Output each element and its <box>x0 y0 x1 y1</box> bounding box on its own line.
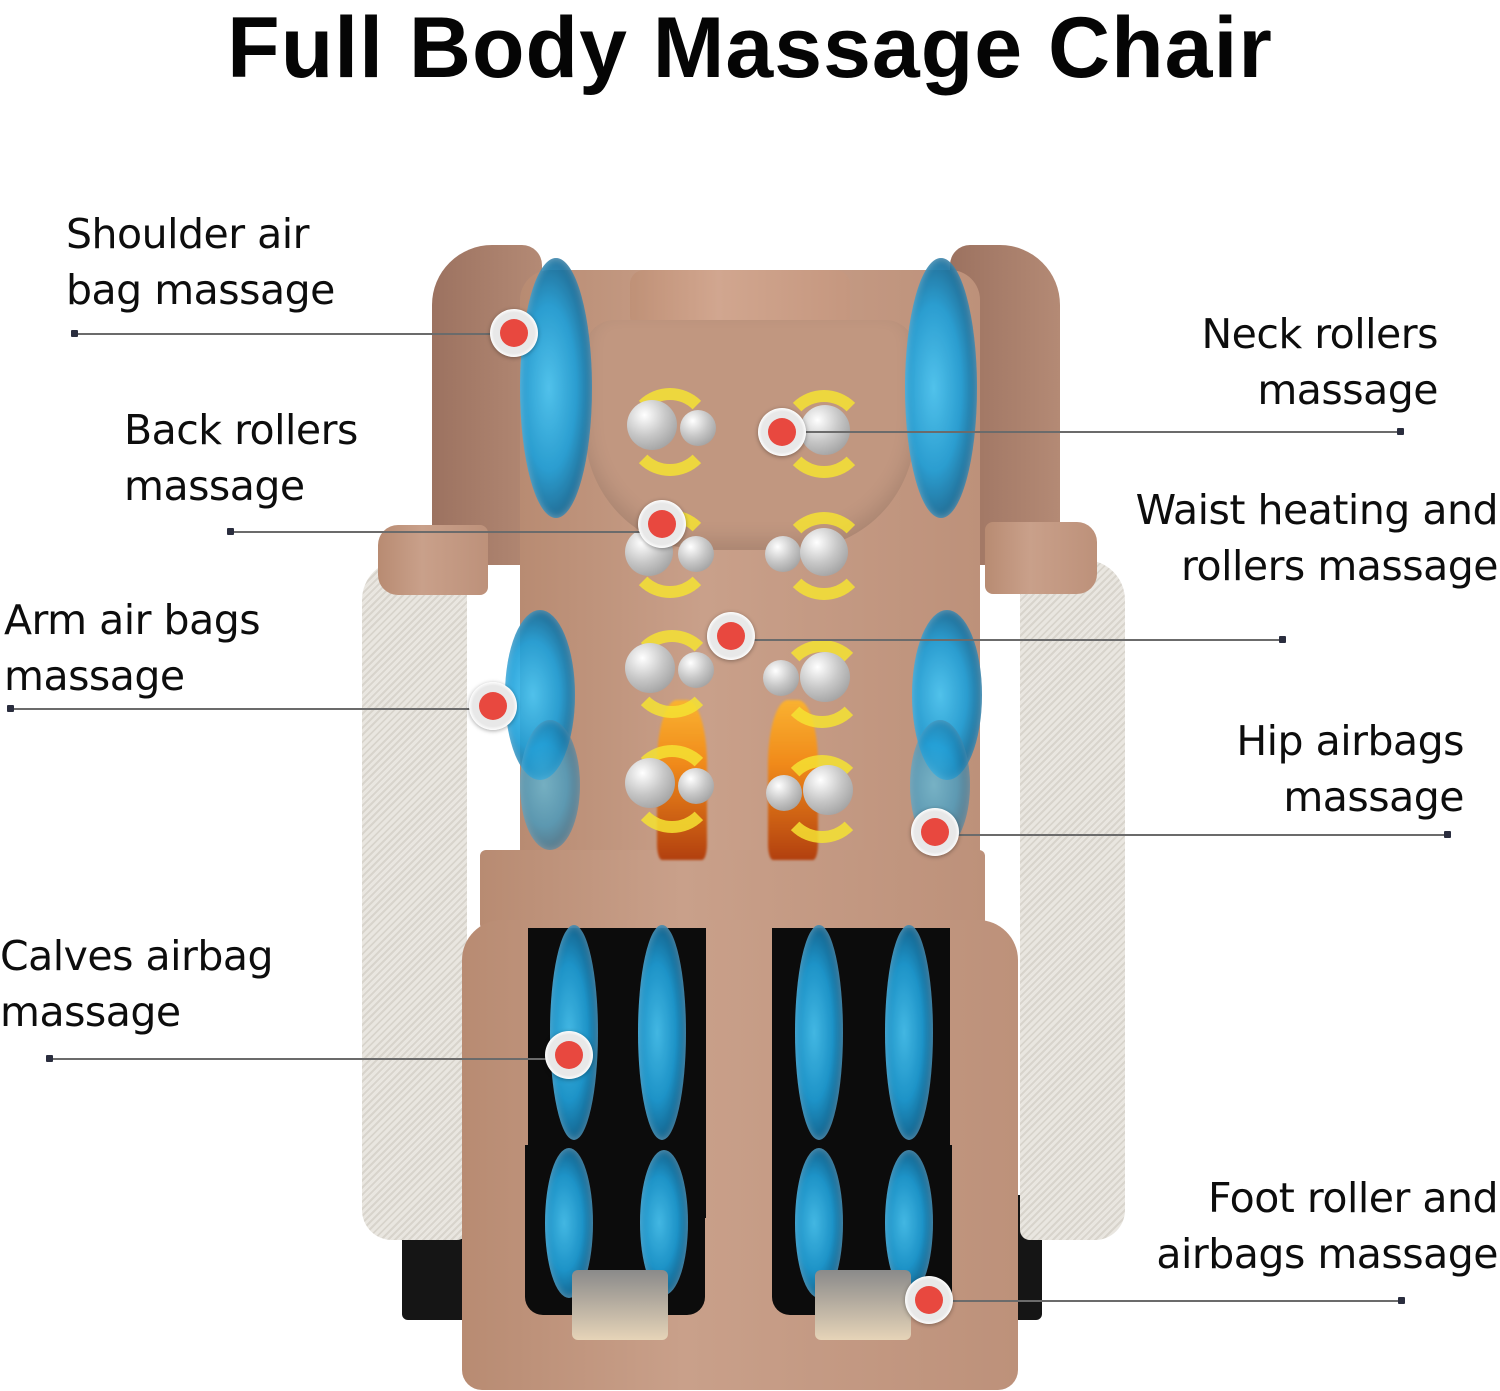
roller-ball <box>766 775 802 811</box>
leader-line-waist <box>752 639 1284 641</box>
roller-ball <box>803 765 853 815</box>
foot-roller-right <box>815 1270 911 1340</box>
label-arm: Arm air bags massage <box>4 596 261 700</box>
hip-airbag-left <box>520 720 580 850</box>
roller-ball <box>763 660 799 696</box>
roller-ball <box>678 768 714 804</box>
label-neck: Neck rollers massage <box>1201 310 1439 414</box>
shoulder-airbag-right <box>905 258 977 518</box>
right-armrest <box>985 522 1097 594</box>
roller-ball <box>800 528 848 576</box>
hotspot-hip[interactable] <box>911 808 959 856</box>
roller-ball <box>627 400 677 450</box>
leader-end-hip <box>1444 831 1451 838</box>
roller-ball <box>678 536 714 572</box>
hotspot-neck[interactable] <box>758 408 806 456</box>
leader-end-neck <box>1397 428 1404 435</box>
label-hip: Hip airbags massage <box>1236 717 1464 821</box>
roller-ball <box>625 758 675 808</box>
leader-end-arm <box>7 705 14 712</box>
shoulder-airbag-left <box>520 258 592 518</box>
leader-line-hip <box>958 834 1448 836</box>
leader-line-calves <box>50 1058 550 1060</box>
label-shoulder: Shoulder air bag massage <box>66 210 335 314</box>
right-side-panel <box>1020 560 1125 1240</box>
label-calves: Calves airbag massage <box>0 932 274 1036</box>
leader-line-neck <box>805 431 1402 433</box>
hotspot-arm[interactable] <box>469 682 517 730</box>
leader-end-calves <box>46 1055 53 1062</box>
hotspot-calves[interactable] <box>545 1031 593 1079</box>
leader-line-shoulder <box>74 333 494 335</box>
roller-ball <box>765 536 801 572</box>
roller-ball <box>800 405 850 455</box>
label-waist: Waist heating and rollers massage <box>1135 486 1499 590</box>
roller-ball <box>678 652 714 688</box>
seat-front <box>480 850 985 930</box>
hotspot-back[interactable] <box>638 500 686 548</box>
leader-line-arm <box>10 708 470 710</box>
calf-airbag-4 <box>885 925 933 1140</box>
roller-ball <box>800 652 850 702</box>
calf-airbag-3 <box>795 925 843 1140</box>
leader-line-back <box>230 531 650 533</box>
leader-end-foot <box>1398 1297 1405 1304</box>
leader-end-waist <box>1279 636 1286 643</box>
hotspot-shoulder[interactable] <box>490 309 538 357</box>
roller-ball <box>625 643 675 693</box>
hotspot-waist[interactable] <box>707 612 755 660</box>
leader-line-foot <box>950 1300 1402 1302</box>
label-back: Back rollers massage <box>124 406 358 510</box>
label-foot: Foot roller and airbags massage <box>1156 1174 1498 1278</box>
foot-roller-left <box>572 1270 668 1340</box>
leader-end-back <box>227 528 234 535</box>
roller-ball <box>680 410 716 446</box>
calf-airbag-2 <box>638 925 686 1140</box>
left-armrest <box>378 525 488 595</box>
hotspot-foot[interactable] <box>905 1276 953 1324</box>
leader-end-shoulder <box>71 330 78 337</box>
left-side-panel <box>362 560 467 1240</box>
page-title: Full Body Massage Chair <box>227 0 1273 96</box>
